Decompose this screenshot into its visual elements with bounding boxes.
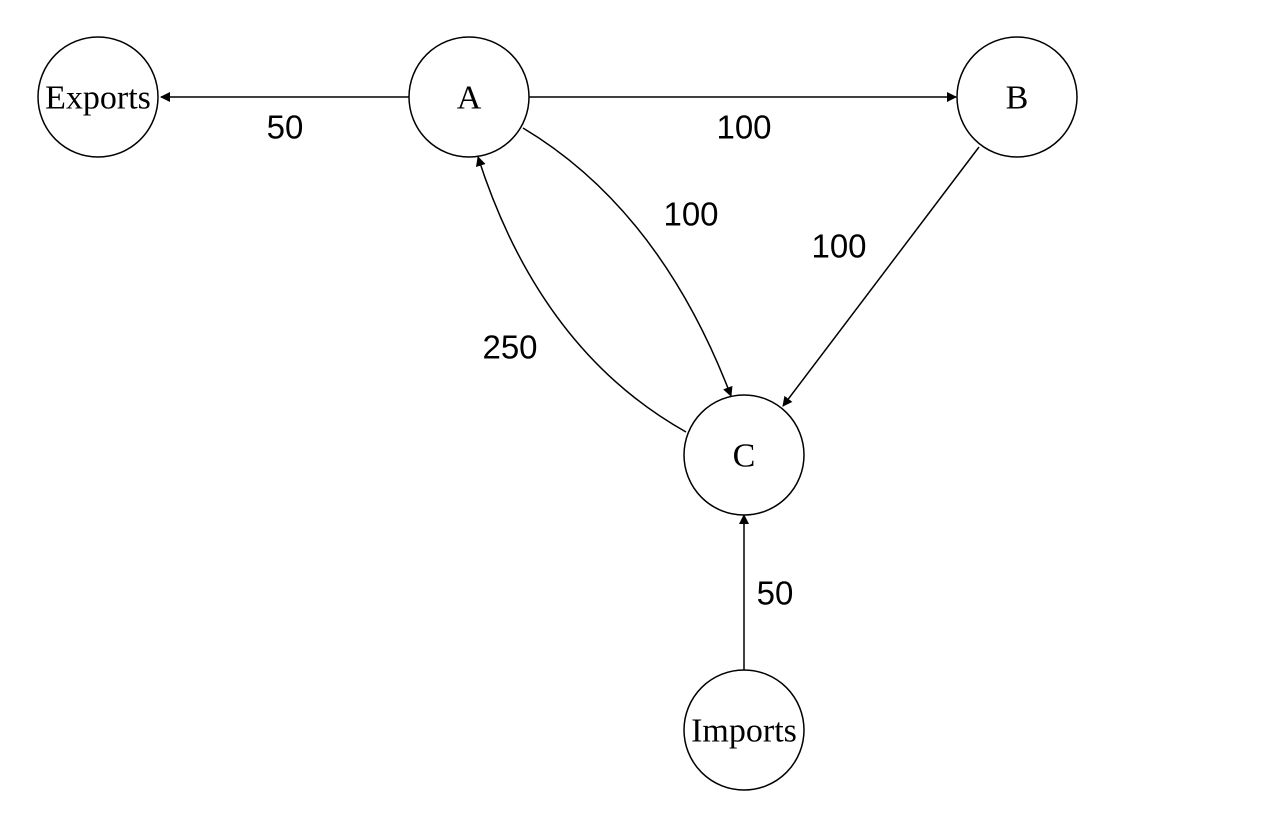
edge-label-c-to-a: 250 bbox=[482, 329, 537, 366]
edge-a-to-c bbox=[522, 127, 733, 397]
edge-label-b-to-c: 100 bbox=[811, 228, 866, 265]
edge-label-a-to-c: 100 bbox=[663, 196, 718, 233]
node-c-circle bbox=[683, 394, 805, 516]
edges bbox=[160, 92, 980, 670]
node-c: C bbox=[683, 394, 805, 516]
node-imports-label: Imports bbox=[691, 713, 797, 750]
edge-label-a-to-b: 100 bbox=[716, 109, 771, 146]
edge-c-to-a bbox=[475, 156, 687, 433]
node-b-label: B bbox=[1006, 80, 1029, 117]
edge-labels: 50 100 100 100 250 50 bbox=[267, 109, 867, 612]
node-imports: Imports bbox=[683, 669, 805, 791]
edge-label-a-to-exports: 50 bbox=[267, 109, 304, 146]
edge-b-to-c bbox=[782, 146, 980, 407]
node-a-circle bbox=[408, 36, 530, 158]
node-b-circle bbox=[956, 36, 1078, 158]
node-exports-circle bbox=[37, 36, 159, 158]
node-a: A bbox=[408, 36, 530, 158]
node-a-label: A bbox=[457, 80, 482, 117]
node-exports: Exports bbox=[37, 36, 159, 158]
node-b: B bbox=[956, 36, 1078, 158]
node-c-label: C bbox=[733, 438, 756, 475]
node-exports-label: Exports bbox=[45, 80, 151, 117]
node-imports-circle bbox=[683, 669, 805, 791]
edge-label-imports-to-c: 50 bbox=[757, 575, 794, 612]
